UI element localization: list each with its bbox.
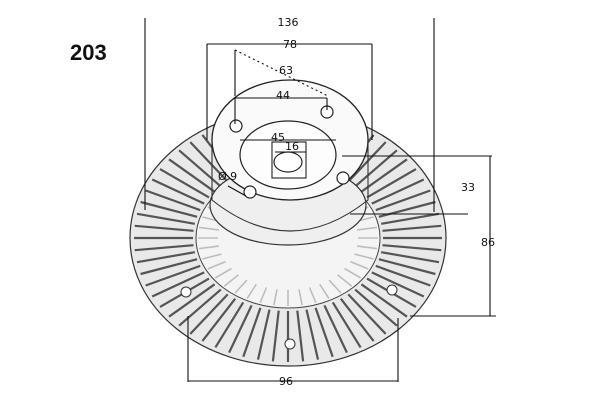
inner-fin xyxy=(354,253,374,260)
label-45: 45 xyxy=(271,131,285,144)
cooling-fin xyxy=(134,224,194,232)
cooling-fin xyxy=(159,168,210,199)
cooling-fin xyxy=(371,271,425,298)
label-96: 96 xyxy=(279,375,293,388)
inner-fin xyxy=(350,260,369,270)
flange-side xyxy=(211,140,369,232)
cooling-fin xyxy=(366,168,417,199)
cooling-fin xyxy=(178,288,222,327)
center-bore xyxy=(273,151,303,173)
cooling-fin xyxy=(140,200,198,218)
inner-fin xyxy=(198,226,220,231)
cooling-fin xyxy=(201,298,237,342)
cooling-fin xyxy=(296,310,305,362)
cooling-fin xyxy=(189,141,229,183)
inner-fin xyxy=(202,253,222,260)
cooling-fin xyxy=(331,301,362,348)
cooling-fin xyxy=(371,178,425,205)
cooling-fin xyxy=(256,309,271,360)
cooling-fin xyxy=(354,288,398,327)
cooling-fin xyxy=(323,304,348,354)
inner-fin xyxy=(207,260,226,270)
cooling-fin xyxy=(360,283,408,318)
cooling-fin xyxy=(347,293,387,335)
cooling-fin xyxy=(178,149,222,188)
dimension-labels: 136 78 63 44 45 16 Ø 9 33 86 96 xyxy=(218,16,495,388)
bolt-hole-bottom-right xyxy=(336,171,350,185)
fan-clutch-body xyxy=(129,79,447,367)
cooling-fin xyxy=(136,251,195,264)
cooling-fin xyxy=(314,307,334,358)
label-hole-9: Ø 9 xyxy=(218,170,237,183)
inner-fin xyxy=(246,283,257,300)
cooling-fin xyxy=(381,251,440,264)
inner-fin xyxy=(319,283,330,300)
cooling-fin xyxy=(242,307,262,358)
cooling-fin xyxy=(360,158,408,193)
dim-line-63 xyxy=(234,49,329,97)
inner-fin xyxy=(234,279,248,294)
cooling-fin xyxy=(168,158,216,193)
mount-hole-2 xyxy=(284,338,296,350)
inner-fin xyxy=(259,287,268,304)
cooling-fin xyxy=(228,304,253,354)
cooling-fin xyxy=(305,309,320,360)
cooling-fin xyxy=(145,189,201,212)
inner-fin xyxy=(336,274,353,287)
cooling-fin xyxy=(339,298,375,342)
label-86: 86 xyxy=(481,236,495,249)
cooling-fin xyxy=(145,264,201,287)
cooling-fin xyxy=(189,293,229,335)
cooling-fin xyxy=(382,244,442,252)
inner-fin xyxy=(214,267,232,279)
dimension-lines xyxy=(144,18,496,382)
label-16: 16 xyxy=(285,140,299,153)
inner-fin xyxy=(356,245,378,250)
cooling-fin xyxy=(136,212,195,225)
cooling-fin xyxy=(140,258,198,276)
bolt-hole-top-left xyxy=(229,119,243,133)
label-44: 44 xyxy=(276,89,290,102)
inner-fin xyxy=(308,287,317,304)
inner-fin xyxy=(344,267,362,279)
label-33: 33 xyxy=(461,181,475,194)
cooling-fin xyxy=(382,224,442,232)
mount-hole-1 xyxy=(180,286,192,298)
bolt-hole-bottom-left xyxy=(243,185,257,199)
inner-fin xyxy=(356,226,378,231)
cooling-fin xyxy=(378,258,436,276)
inner-fin xyxy=(273,289,278,306)
cooling-fin xyxy=(134,244,194,252)
cooling-fin xyxy=(375,189,431,212)
inner-fin xyxy=(328,279,342,294)
label-63: 63 xyxy=(279,64,293,77)
cooling-fin xyxy=(381,212,440,225)
cooling-fin xyxy=(168,283,216,318)
inner-fin xyxy=(198,245,220,250)
cooling-fin xyxy=(151,178,205,205)
inner-fin xyxy=(223,274,240,287)
cooling-fin xyxy=(151,271,205,298)
cooling-fin xyxy=(214,301,245,348)
cooling-fin xyxy=(347,141,387,183)
mount-hole-3 xyxy=(386,284,398,296)
inner-fin xyxy=(298,289,303,306)
cooling-fin xyxy=(375,264,431,287)
label-136: 136 xyxy=(278,16,299,29)
part-number-label: 203 xyxy=(70,40,107,65)
leader-hole-9 xyxy=(227,185,247,197)
label-78: 78 xyxy=(283,38,297,51)
cooling-fin xyxy=(271,310,280,362)
